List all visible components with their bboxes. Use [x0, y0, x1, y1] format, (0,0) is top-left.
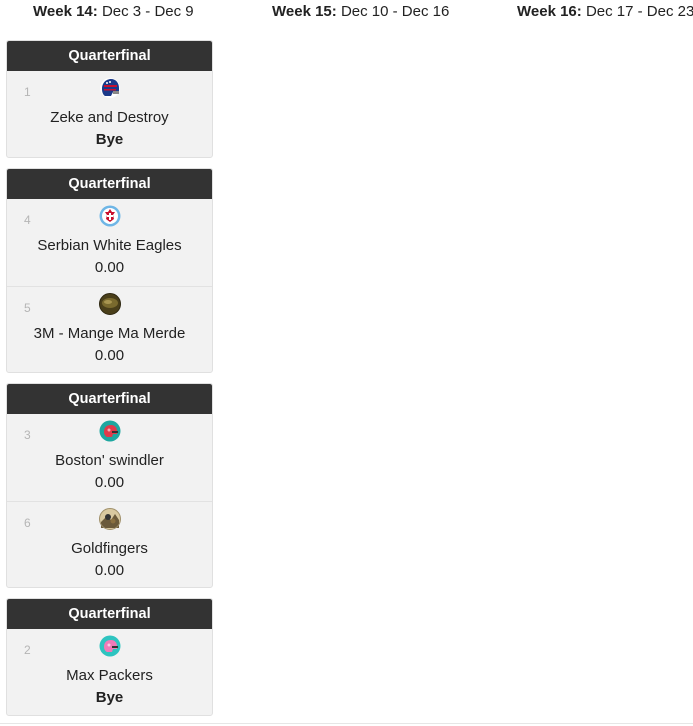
week-header-14: Week 14: Dec 3 - Dec 9: [33, 3, 194, 20]
week-dates: Dec 17 - Dec 23: [585, 3, 693, 20]
round-title: Quarterfinal: [7, 599, 212, 629]
team-score: Bye: [95, 689, 124, 706]
team-slot[interactable]: 6 Goldfingers 0.00: [7, 501, 212, 587]
team-slot[interactable]: 5 3M - Mange Ma Merde 0.00: [7, 286, 212, 372]
matchup-card[interactable]: Quarterfinal 4 Serbian White Eagles 0.00…: [6, 168, 213, 373]
team-name[interactable]: 3M - Mange Ma Merde: [33, 325, 186, 342]
week-header-16: Week 16: Dec 17 - Dec 23: [517, 3, 693, 20]
team-name[interactable]: Serbian White Eagles: [37, 237, 182, 254]
team-seed: 5: [24, 301, 31, 315]
team-score: Bye: [95, 131, 124, 148]
team-score: 0.00: [94, 562, 125, 579]
week-label: Week 15:: [272, 3, 337, 20]
team-slot[interactable]: 4 Serbian White Eagles 0.00: [7, 199, 212, 286]
photo-avatar-icon[interactable]: [99, 293, 121, 315]
matchup-card[interactable]: Quarterfinal 1 Zeke and Destroy Bye: [6, 40, 213, 158]
divider: [0, 723, 693, 724]
matchup-card[interactable]: Quarterfinal 3 Boston' swindler 0.00 6 G…: [6, 383, 213, 588]
team-slot[interactable]: 1 Zeke and Destroy Bye: [7, 71, 212, 157]
matchup-card[interactable]: Quarterfinal 2 Max Packers Bye: [6, 598, 213, 716]
week-dates: Dec 10 - Dec 16: [340, 3, 450, 20]
team-name[interactable]: Max Packers: [66, 667, 153, 684]
team-seed: 6: [24, 516, 31, 530]
round-title: Quarterfinal: [7, 384, 212, 414]
team-name[interactable]: Zeke and Destroy: [50, 109, 169, 126]
team-seed: 3: [24, 428, 31, 442]
team-seed: 1: [24, 85, 31, 99]
team-score: 0.00: [94, 347, 125, 364]
team-score: 0.00: [94, 259, 125, 276]
week-label: Week 16:: [517, 3, 582, 20]
team-slot[interactable]: 2 Max Packers Bye: [7, 629, 212, 715]
team-score: 0.00: [94, 474, 125, 491]
photo-avatar-icon[interactable]: [99, 508, 121, 530]
week-header-15: Week 15: Dec 10 - Dec 16: [272, 3, 449, 20]
round-title: Quarterfinal: [7, 41, 212, 71]
team-name[interactable]: Boston' swindler: [55, 452, 164, 469]
crest-icon[interactable]: [99, 205, 121, 227]
patriot-helmet-icon[interactable]: [99, 77, 121, 99]
team-name[interactable]: Goldfingers: [71, 540, 148, 557]
team-seed: 4: [24, 213, 31, 227]
pink-helmet-icon[interactable]: [99, 635, 121, 657]
team-seed: 2: [24, 643, 31, 657]
round-title: Quarterfinal: [7, 169, 212, 199]
red-helmet-icon[interactable]: [99, 420, 121, 442]
week-label: Week 14:: [33, 3, 98, 20]
team-slot[interactable]: 3 Boston' swindler 0.00: [7, 414, 212, 501]
week-dates: Dec 3 - Dec 9: [101, 3, 194, 20]
